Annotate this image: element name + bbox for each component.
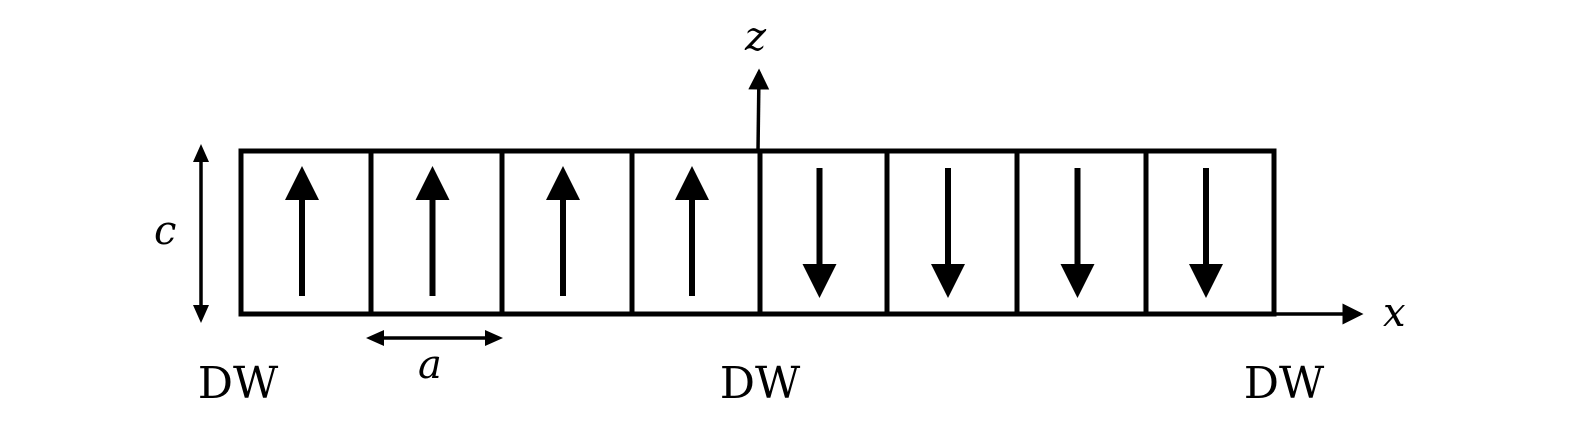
spin-up-arrow-icon — [415, 166, 450, 200]
domain-wall-label: DW — [1244, 358, 1325, 409]
spin-down-arrow-icon — [802, 264, 837, 298]
cell-row — [238, 148, 1277, 317]
c-dimension-label: c — [154, 208, 176, 254]
x-axis-label: x — [1383, 290, 1406, 336]
domain-wall-label: DW — [720, 358, 801, 409]
unit-cell — [1143, 148, 1277, 317]
spin-down-arrow-icon — [931, 264, 965, 298]
spin-up-arrow-icon — [546, 166, 580, 200]
spin-up-arrow-icon — [675, 166, 709, 200]
spin-down-arrow-icon — [1189, 264, 1223, 298]
z-axis-arrow — [748, 68, 770, 152]
z-axis-label: z — [744, 14, 767, 60]
spin-down-arrow-icon — [1060, 264, 1095, 298]
c-dimension-arrowheads — [193, 144, 209, 323]
a-dimension-label: a — [418, 342, 442, 388]
domain-wall-label: DW — [198, 358, 279, 409]
spin-up-arrow-icon — [285, 166, 319, 200]
